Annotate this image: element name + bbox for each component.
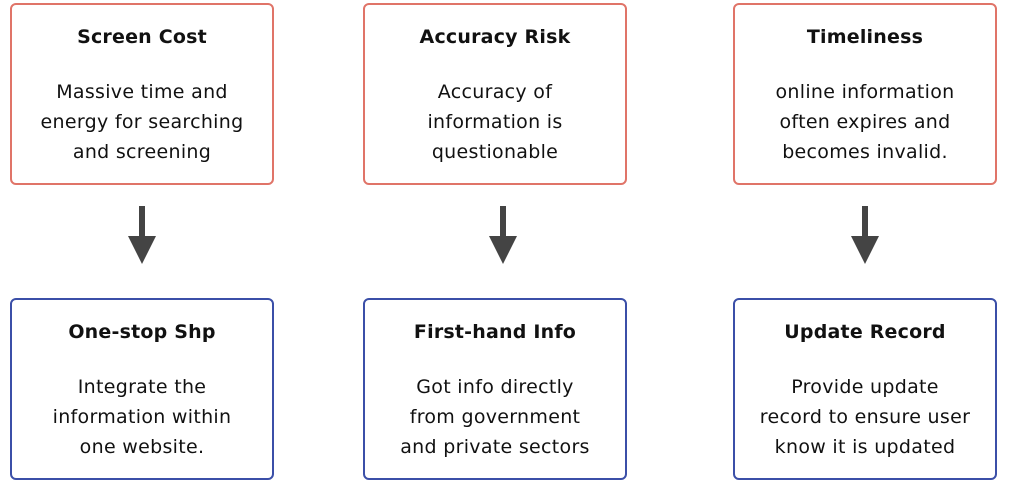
card-body-line: Got info directly xyxy=(416,376,574,398)
card-body-line: and private sectors xyxy=(400,436,590,458)
arrow-down-icon xyxy=(489,206,517,264)
card-title: Accuracy Risk xyxy=(419,26,571,48)
card-title: Update Record xyxy=(784,321,946,343)
card-body: Got info directly from government and pr… xyxy=(365,372,625,462)
card-body-line: often expires and xyxy=(779,111,951,133)
card-body: online information often expires and bec… xyxy=(735,77,995,167)
card-body-line: energy for searching xyxy=(40,111,244,133)
solution-card-first-hand-info: First-hand Info Got info directly from g… xyxy=(363,298,627,480)
card-body-line: becomes invalid. xyxy=(782,141,948,163)
card-title: One-stop Shp xyxy=(68,321,216,343)
arrow-down-icon xyxy=(851,206,879,264)
card-body-line: questionable xyxy=(431,141,559,163)
card-body: Massive time and energy for searching an… xyxy=(12,77,272,167)
card-body-line: Massive time and xyxy=(56,81,228,103)
card-body-line: Accuracy of xyxy=(437,81,553,103)
card-title: Timeliness xyxy=(806,26,924,48)
card-body-line: Integrate the xyxy=(77,376,207,398)
card-body-line: information within xyxy=(52,406,232,428)
problem-card-timeliness: Timeliness online information often expi… xyxy=(733,3,997,185)
card-body-line: know it is updated xyxy=(774,436,956,458)
card-body-line: online information xyxy=(775,81,955,103)
card-body-line: one website. xyxy=(79,436,205,458)
card-body-line: record to ensure user xyxy=(759,406,971,428)
problem-card-accuracy-risk: Accuracy Risk Accuracy of information is… xyxy=(363,3,627,185)
card-body-line: information is xyxy=(427,111,563,133)
arrow-down-icon xyxy=(128,206,156,264)
card-body-line: from government xyxy=(409,406,581,428)
card-body-line: and screening xyxy=(72,141,212,163)
solution-card-update-record: Update Record Provide update record to e… xyxy=(733,298,997,480)
card-body: Provide update record to ensure user kno… xyxy=(735,372,995,462)
card-body: Accuracy of information is questionable xyxy=(365,77,625,167)
problem-card-screen-cost: Screen Cost Massive time and energy for … xyxy=(10,3,274,185)
card-title: First-hand Info xyxy=(413,321,577,343)
solution-card-one-stop-shop: One-stop Shp Integrate the information w… xyxy=(10,298,274,480)
card-title: Screen Cost xyxy=(77,26,207,48)
card-body: Integrate the information within one web… xyxy=(12,372,272,462)
card-body-line: Provide update xyxy=(791,376,939,398)
